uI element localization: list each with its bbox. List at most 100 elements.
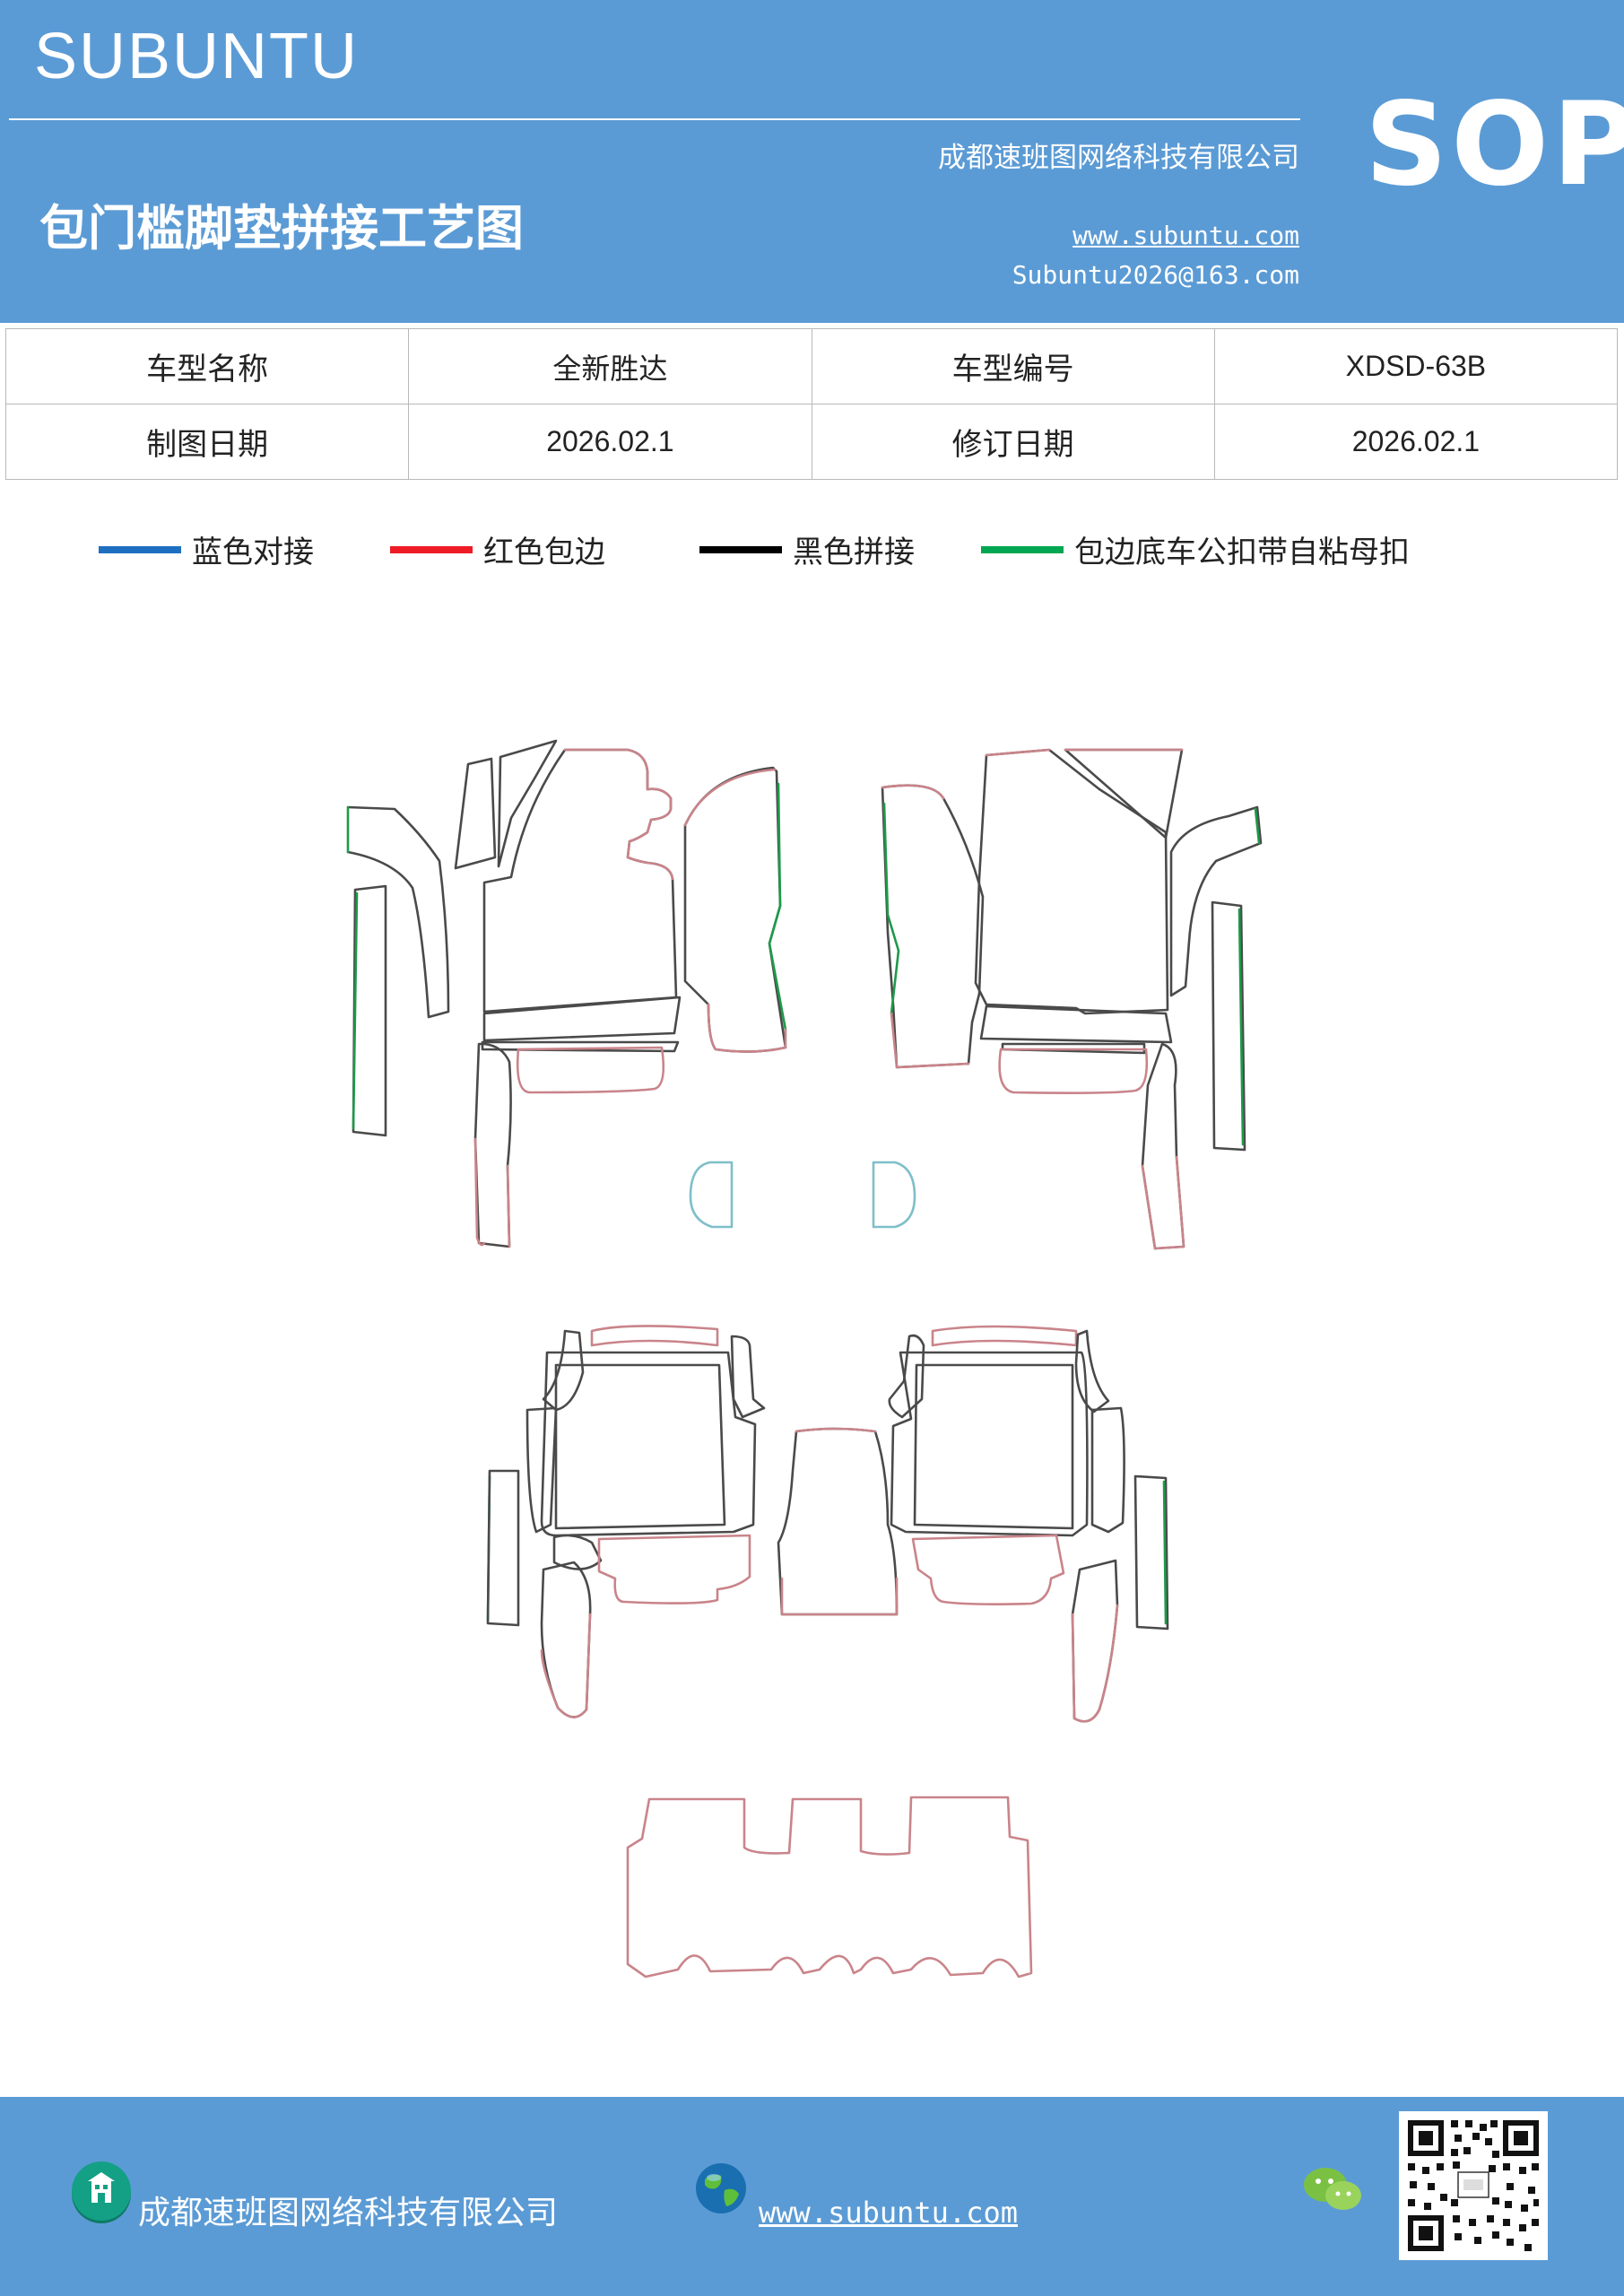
front-left-sill-piece: [346, 805, 450, 1019]
second-left-lower-wedge: [552, 1534, 603, 1570]
front-left-mat-group: [346, 739, 787, 1248]
email-address[interactable]: Subuntu2026@163.com: [1012, 260, 1299, 290]
second-center-tunnel: [777, 1427, 899, 1616]
front-right-lower-band: [979, 1004, 1173, 1044]
legend-item-black: 黑色拼接: [699, 527, 915, 571]
front-right-mat-group: [872, 748, 1263, 1250]
second-right-lower-curve-edging: [1071, 1604, 1119, 1723]
front-left-triangle: [497, 739, 558, 868]
legend-swatch-blue: [99, 545, 181, 553]
website-link[interactable]: www.subuntu.com: [1073, 221, 1299, 250]
front-left-tunnel-piece: [683, 766, 787, 1053]
front-right-base-rail: [1001, 1042, 1146, 1055]
left-clip-piece: [689, 1161, 734, 1229]
vehicle-info-table: 车型名称 全新胜达 车型编号 XDSD-63B 制图日期 2026.02.1 修…: [4, 328, 1619, 480]
revision-date-value: 2026.02.1: [1213, 404, 1619, 480]
second-row-mat-group: [486, 1325, 1169, 1723]
front-left-tunnel-edging: [683, 768, 787, 1053]
header-divider: [9, 118, 1300, 120]
legend-swatch-black: [699, 545, 782, 553]
second-right-lower-curve: [1071, 1559, 1119, 1723]
front-left-strip-fastener: [352, 891, 359, 1130]
front-left-main-edging: [563, 748, 674, 881]
third-row-mat-group: [626, 1796, 1033, 1979]
second-left-mid-wing: [730, 1335, 766, 1419]
drawing-date-label: 制图日期: [4, 404, 410, 480]
legend-item-red: 红色包边: [390, 527, 605, 571]
front-left-lower-band: [482, 996, 682, 1042]
front-right-sill-piece: [1169, 805, 1263, 997]
front-right-main-edging: [985, 748, 1051, 757]
second-right-side-fastener: [1162, 1480, 1168, 1625]
legend-label: 红色包边: [483, 535, 605, 570]
front-left-long-strip: [352, 884, 387, 1137]
second-right-mid-wing: [888, 1334, 925, 1419]
second-left-foot-tray: [597, 1534, 751, 1605]
second-left-seat-mat: [554, 1363, 726, 1530]
legend-item-green: 包边底车公扣带自粘母扣: [981, 527, 1410, 571]
front-right-tall-edging: [1141, 1155, 1185, 1250]
legend-swatch-green: [981, 545, 1064, 553]
second-left-side-panel: [525, 1406, 558, 1534]
wechat-icon[interactable]: [1302, 2163, 1365, 2217]
second-left-top-strip: [590, 1325, 719, 1347]
front-right-tall-piece: [1141, 1042, 1185, 1250]
front-left-pillar-strip: [454, 757, 497, 870]
second-right-foot-tray: [911, 1534, 1065, 1605]
building-icon: [72, 2161, 131, 2221]
front-right-tunnel-edging: [881, 784, 970, 1069]
front-left-main-mat: [482, 748, 678, 1013]
company-name: 成都速班图网络科技有限公司: [938, 142, 1299, 174]
front-right-lower-tray: [998, 1048, 1149, 1094]
brand-logo-text: SUBUNTU: [34, 21, 360, 92]
right-clip-piece: [872, 1161, 916, 1229]
second-right-seat-frame: [890, 1351, 1089, 1537]
legend-item-blue: 蓝色对接: [99, 527, 314, 571]
second-left-seat-frame: [540, 1351, 757, 1537]
front-left-tunnel-fastener: [768, 782, 787, 1031]
header-banner: SUBUNTU 包门槛脚垫拼接工艺图 成都速班图网络科技有限公司 www.sub…: [0, 0, 1624, 323]
front-right-strip-fastener: [1238, 908, 1245, 1146]
second-left-upper-wing: [542, 1329, 585, 1412]
legend-label: 蓝色对接: [192, 535, 314, 570]
table-row: 制图日期 2026.02.1 修订日期 2026.02.1: [4, 404, 1619, 480]
front-right-tunnel-piece: [881, 784, 985, 1069]
second-left-lower-curve: [540, 1561, 592, 1718]
legend-swatch-red: [390, 545, 473, 553]
qr-code-graphic: [1404, 2117, 1542, 2255]
front-right-main-mat: [974, 748, 1169, 1015]
model-name-value: 全新胜达: [408, 328, 812, 404]
second-right-top-strip: [931, 1325, 1078, 1347]
drawing-date-value: 2026.02.1: [408, 404, 812, 480]
second-left-outer-strip: [486, 1469, 520, 1627]
legend-label: 包边底车公扣带自粘母扣: [1074, 535, 1410, 570]
front-left-base-rail: [481, 1040, 680, 1053]
model-name-label: 车型名称: [4, 328, 410, 404]
front-left-lower-tray: [516, 1046, 665, 1094]
front-right-tunnel-fastener: [882, 802, 900, 1015]
front-right-triangle: [1064, 748, 1184, 839]
footer-website-link[interactable]: www.subuntu.com: [759, 2196, 1018, 2230]
front-right-long-strip: [1211, 900, 1246, 1152]
second-right-side-panel: [1090, 1406, 1125, 1534]
qr-code[interactable]: [1399, 2111, 1548, 2260]
second-left-side-fastener: [486, 1474, 491, 1622]
sop-badge: SOP: [1365, 78, 1624, 212]
front-left-tall-piece: [473, 1042, 512, 1248]
front-left-tall-edging: [473, 1137, 511, 1248]
third-row-mat: [626, 1796, 1033, 1979]
model-code-label: 车型编号: [811, 328, 1215, 404]
globe-icon: [692, 2160, 750, 2217]
model-code-value: XDSD-63B: [1213, 328, 1619, 404]
document-title: 包门槛脚垫拼接工艺图: [39, 199, 524, 257]
second-center-tunnel-edging: [780, 1427, 899, 1616]
second-right-seat-mat: [913, 1363, 1074, 1530]
second-left-lower-curve-edging: [540, 1613, 592, 1718]
revision-date-label: 修订日期: [811, 404, 1215, 480]
footer-company-name: 成都速班图网络科技有限公司: [138, 2195, 559, 2231]
front-right-sill-fastener: [1254, 807, 1261, 845]
legend-label: 黑色拼接: [793, 535, 915, 570]
second-right-outer-strip: [1133, 1474, 1169, 1631]
table-row: 车型名称 全新胜达 车型编号 XDSD-63B: [4, 328, 1619, 404]
second-right-upper-wing: [1074, 1329, 1110, 1413]
